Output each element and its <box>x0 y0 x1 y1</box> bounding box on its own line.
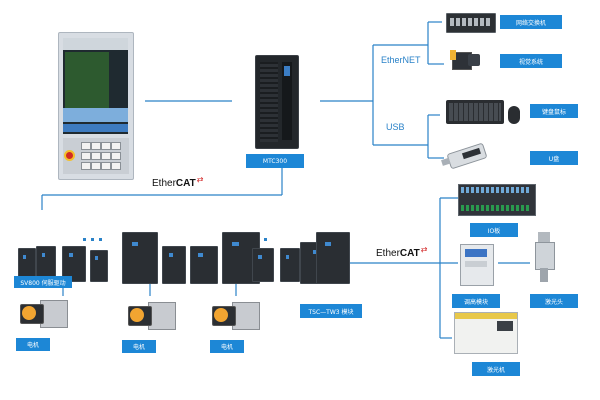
io-board-label: IO板 <box>470 223 518 237</box>
usb-label: USB <box>386 122 405 132</box>
servo-drive <box>252 248 274 282</box>
ptsc-module <box>316 232 350 284</box>
io-board-icon <box>458 184 536 216</box>
motor-label-1: 电机 <box>16 338 50 351</box>
controller-device <box>255 55 299 149</box>
mouse-icon <box>508 106 520 124</box>
servo-drive <box>162 246 186 284</box>
servo-drive-label: SV800 伺服驱动 <box>14 276 72 288</box>
network-switch-icon <box>446 13 496 33</box>
servo-drive <box>90 250 108 282</box>
network-switch-label: 网络交换机 <box>500 15 562 29</box>
vision-system-label: 视觉系统 <box>500 54 562 68</box>
motor-label-3: 电机 <box>210 340 244 353</box>
laser-machine-label: 激光机 <box>472 362 520 376</box>
ethercat-logo-top: EtherCAT⇄ <box>152 175 204 189</box>
emergency-stop-icon <box>64 150 75 161</box>
ptsc-module-label: TSC—TW3 模块 <box>300 304 362 318</box>
servo-drive <box>122 232 158 284</box>
monitor-icon <box>63 38 128 134</box>
controller-label: MTC300 <box>246 154 304 168</box>
servo-drive <box>280 248 300 282</box>
keyboard-mouse-label: 键盘鼠标 <box>530 104 578 118</box>
ethercat-logo-right: EtherCAT⇄ <box>376 245 428 259</box>
height-controller-icon <box>460 244 494 286</box>
camera-icon <box>450 50 482 72</box>
servo-drive <box>18 248 36 282</box>
servo-drive <box>190 246 218 284</box>
motor-label-2: 电机 <box>122 340 156 353</box>
laser-machine-icon <box>454 312 518 354</box>
laser-head-label: 激光头 <box>530 294 578 308</box>
laser-head-icon <box>532 232 556 282</box>
ethernet-label: EtherNET <box>381 55 421 65</box>
height-controller-label: 调高模块 <box>452 294 500 308</box>
keyboard-icon <box>446 100 504 124</box>
usb-drive-label: U盘 <box>530 151 578 165</box>
